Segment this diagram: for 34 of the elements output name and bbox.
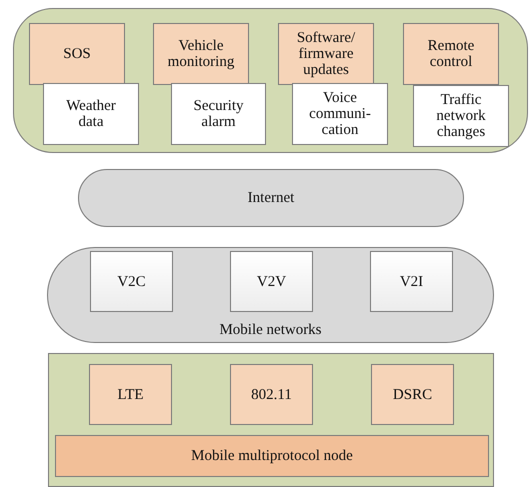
- box-label: Software/ firmware updates: [296, 30, 356, 78]
- box-label: Remote control: [426, 38, 476, 70]
- service-box: [29, 23, 125, 85]
- service-box: [278, 23, 374, 85]
- band-label: Mobile networks: [219, 322, 322, 338]
- layer-panel: [48, 353, 494, 487]
- service-box: [230, 364, 313, 425]
- protocol-box: [230, 251, 313, 312]
- box-label: V2V: [256, 274, 286, 290]
- node-bar: [55, 435, 489, 477]
- service-box: [413, 85, 509, 147]
- service-box: [403, 23, 499, 85]
- box-label: SOS: [63, 46, 91, 62]
- box-label: V2I: [400, 274, 424, 290]
- service-box: [292, 83, 388, 145]
- box-label: V2C: [117, 274, 146, 290]
- protocol-box: [90, 251, 173, 312]
- box-label: DSRC: [392, 386, 432, 402]
- box-label: LTE: [117, 386, 144, 402]
- box-label: Weather data: [65, 98, 117, 130]
- service-box: [89, 364, 172, 425]
- box-label: Internet: [248, 190, 294, 206]
- service-box: [371, 364, 454, 425]
- layer-panel: [13, 8, 528, 153]
- service-box: [171, 83, 266, 145]
- service-box: [153, 23, 249, 85]
- box-label: Voice communi- cation: [308, 90, 372, 138]
- service-box: [43, 83, 139, 145]
- box-label: 802.11: [251, 386, 292, 402]
- protocol-box: [370, 251, 453, 312]
- box-label: Traffic network changes: [435, 92, 487, 140]
- box-label: Vehicle monitoring: [166, 38, 236, 70]
- box-label: Security alarm: [192, 98, 244, 130]
- box-label: Mobile multiprotocol node: [191, 448, 353, 464]
